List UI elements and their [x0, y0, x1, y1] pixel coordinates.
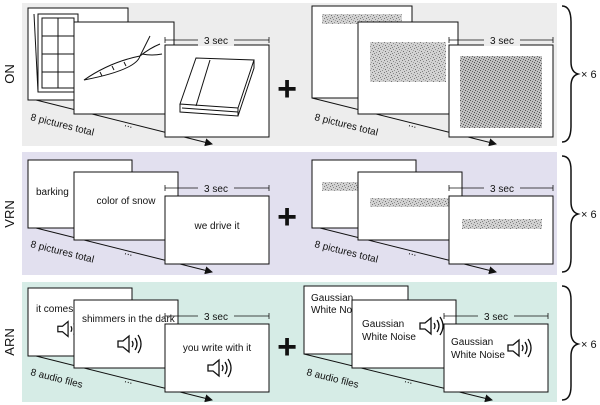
book-drawing — [179, 57, 255, 117]
word-card-text: we drive it — [193, 221, 239, 232]
repeat-brace — [561, 155, 581, 273]
on-left-sequence: 3 sec 8 pictures total ... — [27, 7, 270, 147]
duration-label: 3 sec — [204, 184, 228, 195]
row-arn: ARN it comes shimmers in the dark you wr… — [2, 282, 597, 403]
audio-card — [164, 323, 270, 393]
audio-card-text: you write with it — [183, 343, 252, 354]
row-on: ON — [2, 3, 597, 147]
timeline-ellipsis: ... — [407, 118, 418, 131]
noise-block — [370, 42, 446, 82]
noise-strip — [370, 198, 450, 207]
vrn-left-sequence: barking color of snow we drive it 3 sec … — [27, 159, 270, 275]
plus-sign: + — [277, 198, 297, 236]
duration-label: 3 sec — [490, 36, 514, 47]
arn-right-sequence: Gaussian White Noise Gaussian White Nois… — [303, 285, 549, 403]
noise-strip — [322, 182, 366, 191]
noise-word-card — [448, 195, 554, 265]
word-card-text: barking — [36, 187, 69, 198]
word-card — [164, 195, 270, 265]
audio-card-text: it comes — [36, 304, 73, 315]
timeline-ellipsis: ... — [123, 118, 134, 131]
noise-audio-card-text: Gaussian — [311, 293, 353, 304]
noise-strip — [462, 219, 542, 229]
arn-left-sequence: it comes shimmers in the dark you write … — [27, 287, 270, 403]
row-on-label: ON — [2, 64, 17, 84]
timeline-ellipsis: ... — [123, 246, 134, 259]
word-card — [73, 171, 179, 241]
row-arn-label: ARN — [2, 328, 17, 355]
noise-audio-card-text: White Noise — [362, 332, 416, 343]
noise-audio-card-text: White Noise — [451, 350, 505, 361]
duration-label: 3 sec — [204, 312, 228, 323]
duration-label: 3 sec — [484, 312, 508, 323]
noise-audio-card — [351, 299, 457, 369]
row-vrn: VRN barking color of snow we drive it 3 … — [2, 152, 597, 275]
timeline-ellipsis: ... — [123, 374, 134, 387]
audio-card — [73, 299, 179, 369]
repeat-label: × 6 — [581, 69, 597, 81]
row-vrn-label: VRN — [2, 200, 17, 227]
word-card-text: color of snow — [97, 196, 157, 207]
on-right-sequence: 3 sec 8 pictures total ... — [311, 5, 554, 147]
noise-audio-card-text: Gaussian — [451, 337, 493, 348]
timeline-ellipsis: ... — [403, 374, 414, 387]
carrot-drawing — [83, 35, 163, 81]
plus-sign: + — [277, 328, 297, 366]
noise-audio-card-text: White Noise — [311, 305, 365, 316]
duration-label: 3 sec — [490, 184, 514, 195]
plus-sign: + — [277, 70, 297, 108]
repeat-brace — [561, 285, 581, 401]
repeat-label: × 6 — [581, 209, 597, 221]
noise-strip — [322, 14, 402, 24]
duration-label: 3 sec — [204, 36, 228, 47]
noise-audio-card — [443, 323, 549, 393]
timeline-ellipsis: ... — [407, 246, 418, 259]
noise-block — [460, 56, 542, 128]
repeat-label: × 6 — [581, 339, 597, 351]
noise-audio-card-text: Gaussian — [362, 319, 404, 330]
audio-card-text: shimmers in the dark — [82, 314, 176, 325]
repeat-brace — [561, 5, 581, 143]
